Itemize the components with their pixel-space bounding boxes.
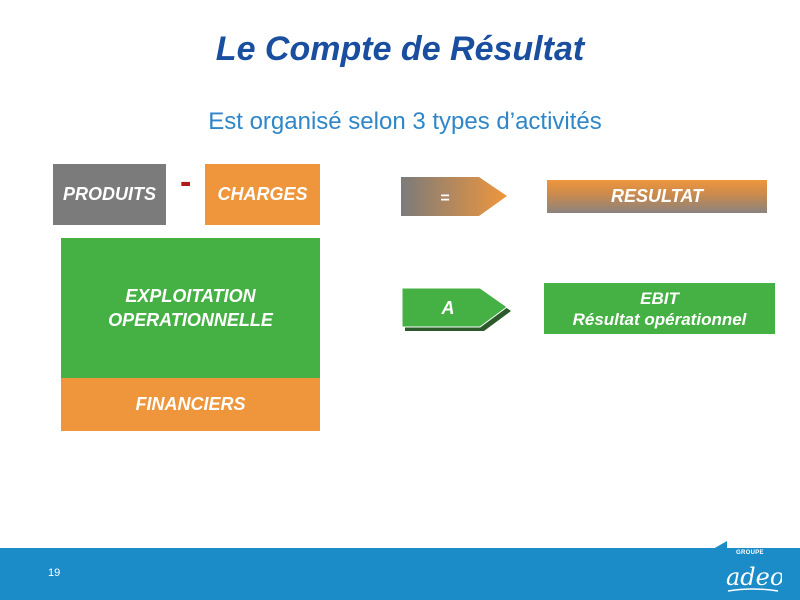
logo-brand-text: adeo [726, 563, 782, 591]
ebit-box: EBIT Résultat opérationnel [544, 283, 775, 334]
slide-subtitle: Est organisé selon 3 types d’activités [208, 108, 602, 135]
logo-groupe-text: GROUPE [736, 550, 764, 556]
footer-notch [713, 541, 727, 549]
footer-bar [0, 548, 800, 600]
exploitation-label-line1: EXPLOITATION [125, 286, 256, 306]
charges-label: CHARGES [217, 184, 308, 204]
slide-title: Le Compte de Résultat [215, 30, 585, 68]
page-number: 19 [48, 567, 61, 579]
charges-box: CHARGES [205, 164, 320, 225]
produits-box: PRODUITS [53, 164, 166, 225]
adeo-logo-icon: adeo [726, 563, 782, 592]
exploitation-label-line2: OPERATIONNELLE [108, 310, 273, 330]
a-arrow-label: A [441, 298, 455, 318]
a-arrow: A [401, 287, 511, 331]
equals-arrow-label: = [440, 190, 449, 207]
ebit-label-line1: EBIT [640, 288, 679, 308]
adeo-logo: GROUPE adeo [722, 549, 782, 595]
exploitation-box: EXPLOITATION OPERATIONNELLE [61, 238, 320, 378]
minus-sign: - [180, 163, 192, 201]
financiers-box: FINANCIERS [61, 378, 320, 431]
ebit-label-line2: Résultat opérationnel [572, 309, 747, 329]
equals-arrow: = [401, 177, 507, 216]
financiers-label: FINANCIERS [135, 394, 246, 414]
produits-label: PRODUITS [62, 184, 156, 204]
resultat-label: RESULTAT [611, 186, 703, 206]
resultat-box: RESULTAT [547, 180, 767, 213]
